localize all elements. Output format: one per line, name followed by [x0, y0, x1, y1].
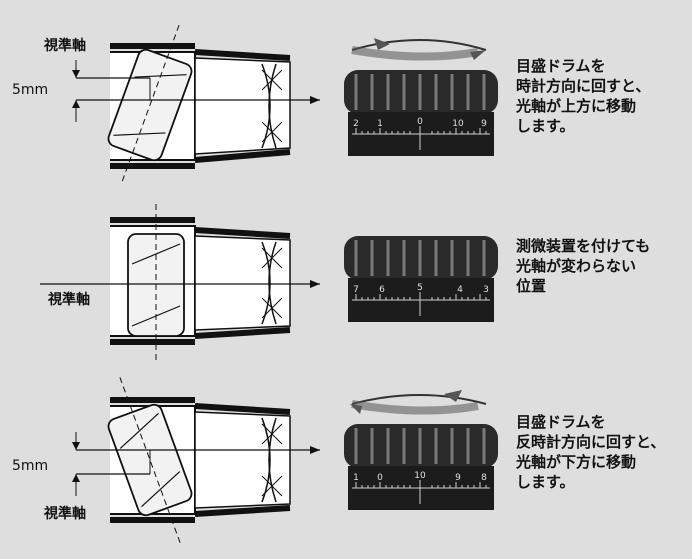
drum-scale-label: 7	[353, 285, 359, 295]
optics-diagram-middle: 7 6 5 4 3	[40, 204, 498, 364]
description-line: します。	[516, 473, 575, 491]
panel-description: 目盛ドラムを 反時計方向に回すと、 光軸が下方に移動 します。	[516, 412, 688, 492]
axis-label: 視準軸	[44, 38, 86, 54]
optics-diagram-bottom: 1 0 10 9 8	[72, 377, 498, 543]
panel-neutral: 7 6 5 4 3 視準軸 測微装置を付けても 光軸が変わらない 位置	[0, 186, 692, 372]
description-line: 位置	[516, 277, 547, 295]
description-line: 光軸が変わらない	[516, 257, 637, 275]
drum-scale-label: 9	[455, 473, 461, 483]
drum-scale-label: 9	[481, 119, 487, 129]
offset-label: 5mm	[12, 458, 49, 474]
drum-scale-label: 10	[452, 119, 464, 129]
description-line: します。	[516, 117, 575, 135]
description-line: 反時計方向に回すと、	[516, 433, 666, 451]
drum-scale-label: 5	[417, 283, 423, 293]
axis-label: 視準軸	[48, 292, 90, 308]
axis-label: 視準軸	[44, 506, 86, 522]
description-line: 光軸が下方に移動	[516, 453, 637, 471]
offset-label: 5mm	[12, 82, 49, 98]
panel-clockwise: 2 1 0 10 9 視準軸 5mm 目盛ドラムを 時計方向に回すと、 光軸が上…	[0, 0, 692, 186]
description-line: 測微装置を付けても	[516, 237, 651, 255]
drum-scale-label: 1	[353, 473, 359, 483]
drum-scale-label: 3	[483, 285, 489, 295]
drum-scale-label: 8	[481, 473, 487, 483]
description-line: 目盛ドラムを	[516, 57, 606, 75]
description-line: 目盛ドラムを	[516, 413, 606, 431]
panel-description: 目盛ドラムを 時計方向に回すと、 光軸が上方に移動 します。	[516, 56, 688, 136]
drum-scale-label: 10	[414, 471, 426, 481]
drum-scale-label: 2	[353, 119, 359, 129]
drum-scale-label: 0	[377, 473, 383, 483]
description-line: 時計方向に回すと、	[516, 77, 651, 95]
panel-counterclockwise: 1 0 10 9 8 5mm 視準軸 目盛ドラムを 反時計方向に回すと、 光軸が…	[0, 372, 692, 558]
drum-scale-label: 6	[379, 285, 385, 295]
description-line: 光軸が上方に移動	[516, 97, 637, 115]
panel-description: 測微装置を付けても 光軸が変わらない 位置	[516, 236, 688, 296]
drum-scale-label: 4	[457, 285, 463, 295]
drum-scale-label: 1	[377, 119, 383, 129]
drum-scale-label: 0	[417, 117, 423, 127]
optics-diagram-top: 2 1 0 10 9	[72, 24, 498, 186]
